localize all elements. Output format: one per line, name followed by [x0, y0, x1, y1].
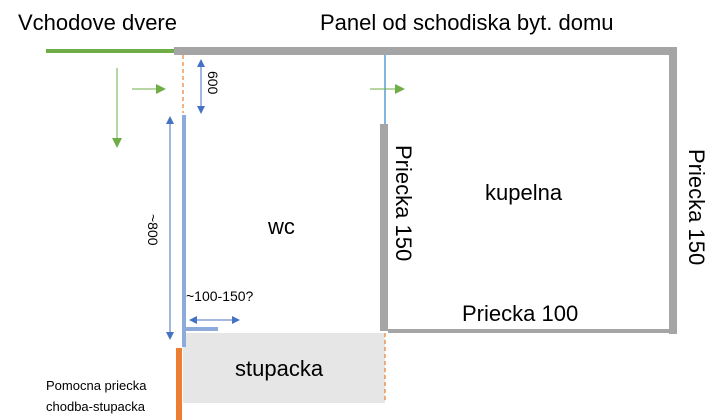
dim-800-label: ~800 — [145, 214, 161, 246]
aux-wall-label-line1: Pomocna priecka — [46, 378, 147, 393]
bathroom-label: kupelna — [485, 180, 563, 205]
wc-label: wc — [267, 214, 295, 239]
dim-600-label: 600 — [205, 71, 221, 95]
wall-150-inner-label: Priecka 150 — [391, 145, 416, 261]
dim-100-150-label: ~100-150? — [186, 288, 254, 304]
aux-wall-label-line2: chodba-stupacka — [46, 399, 146, 414]
wall-100-label: Priecka 100 — [462, 301, 578, 326]
entrance-door-label: Vchodove dvere — [18, 10, 177, 35]
wall-150-outer-label: Priecka 150 — [684, 149, 709, 265]
panel-label: Panel od schodiska byt. domu — [320, 10, 614, 35]
riser-label: stupacka — [235, 356, 324, 381]
riser-area — [183, 333, 385, 403]
